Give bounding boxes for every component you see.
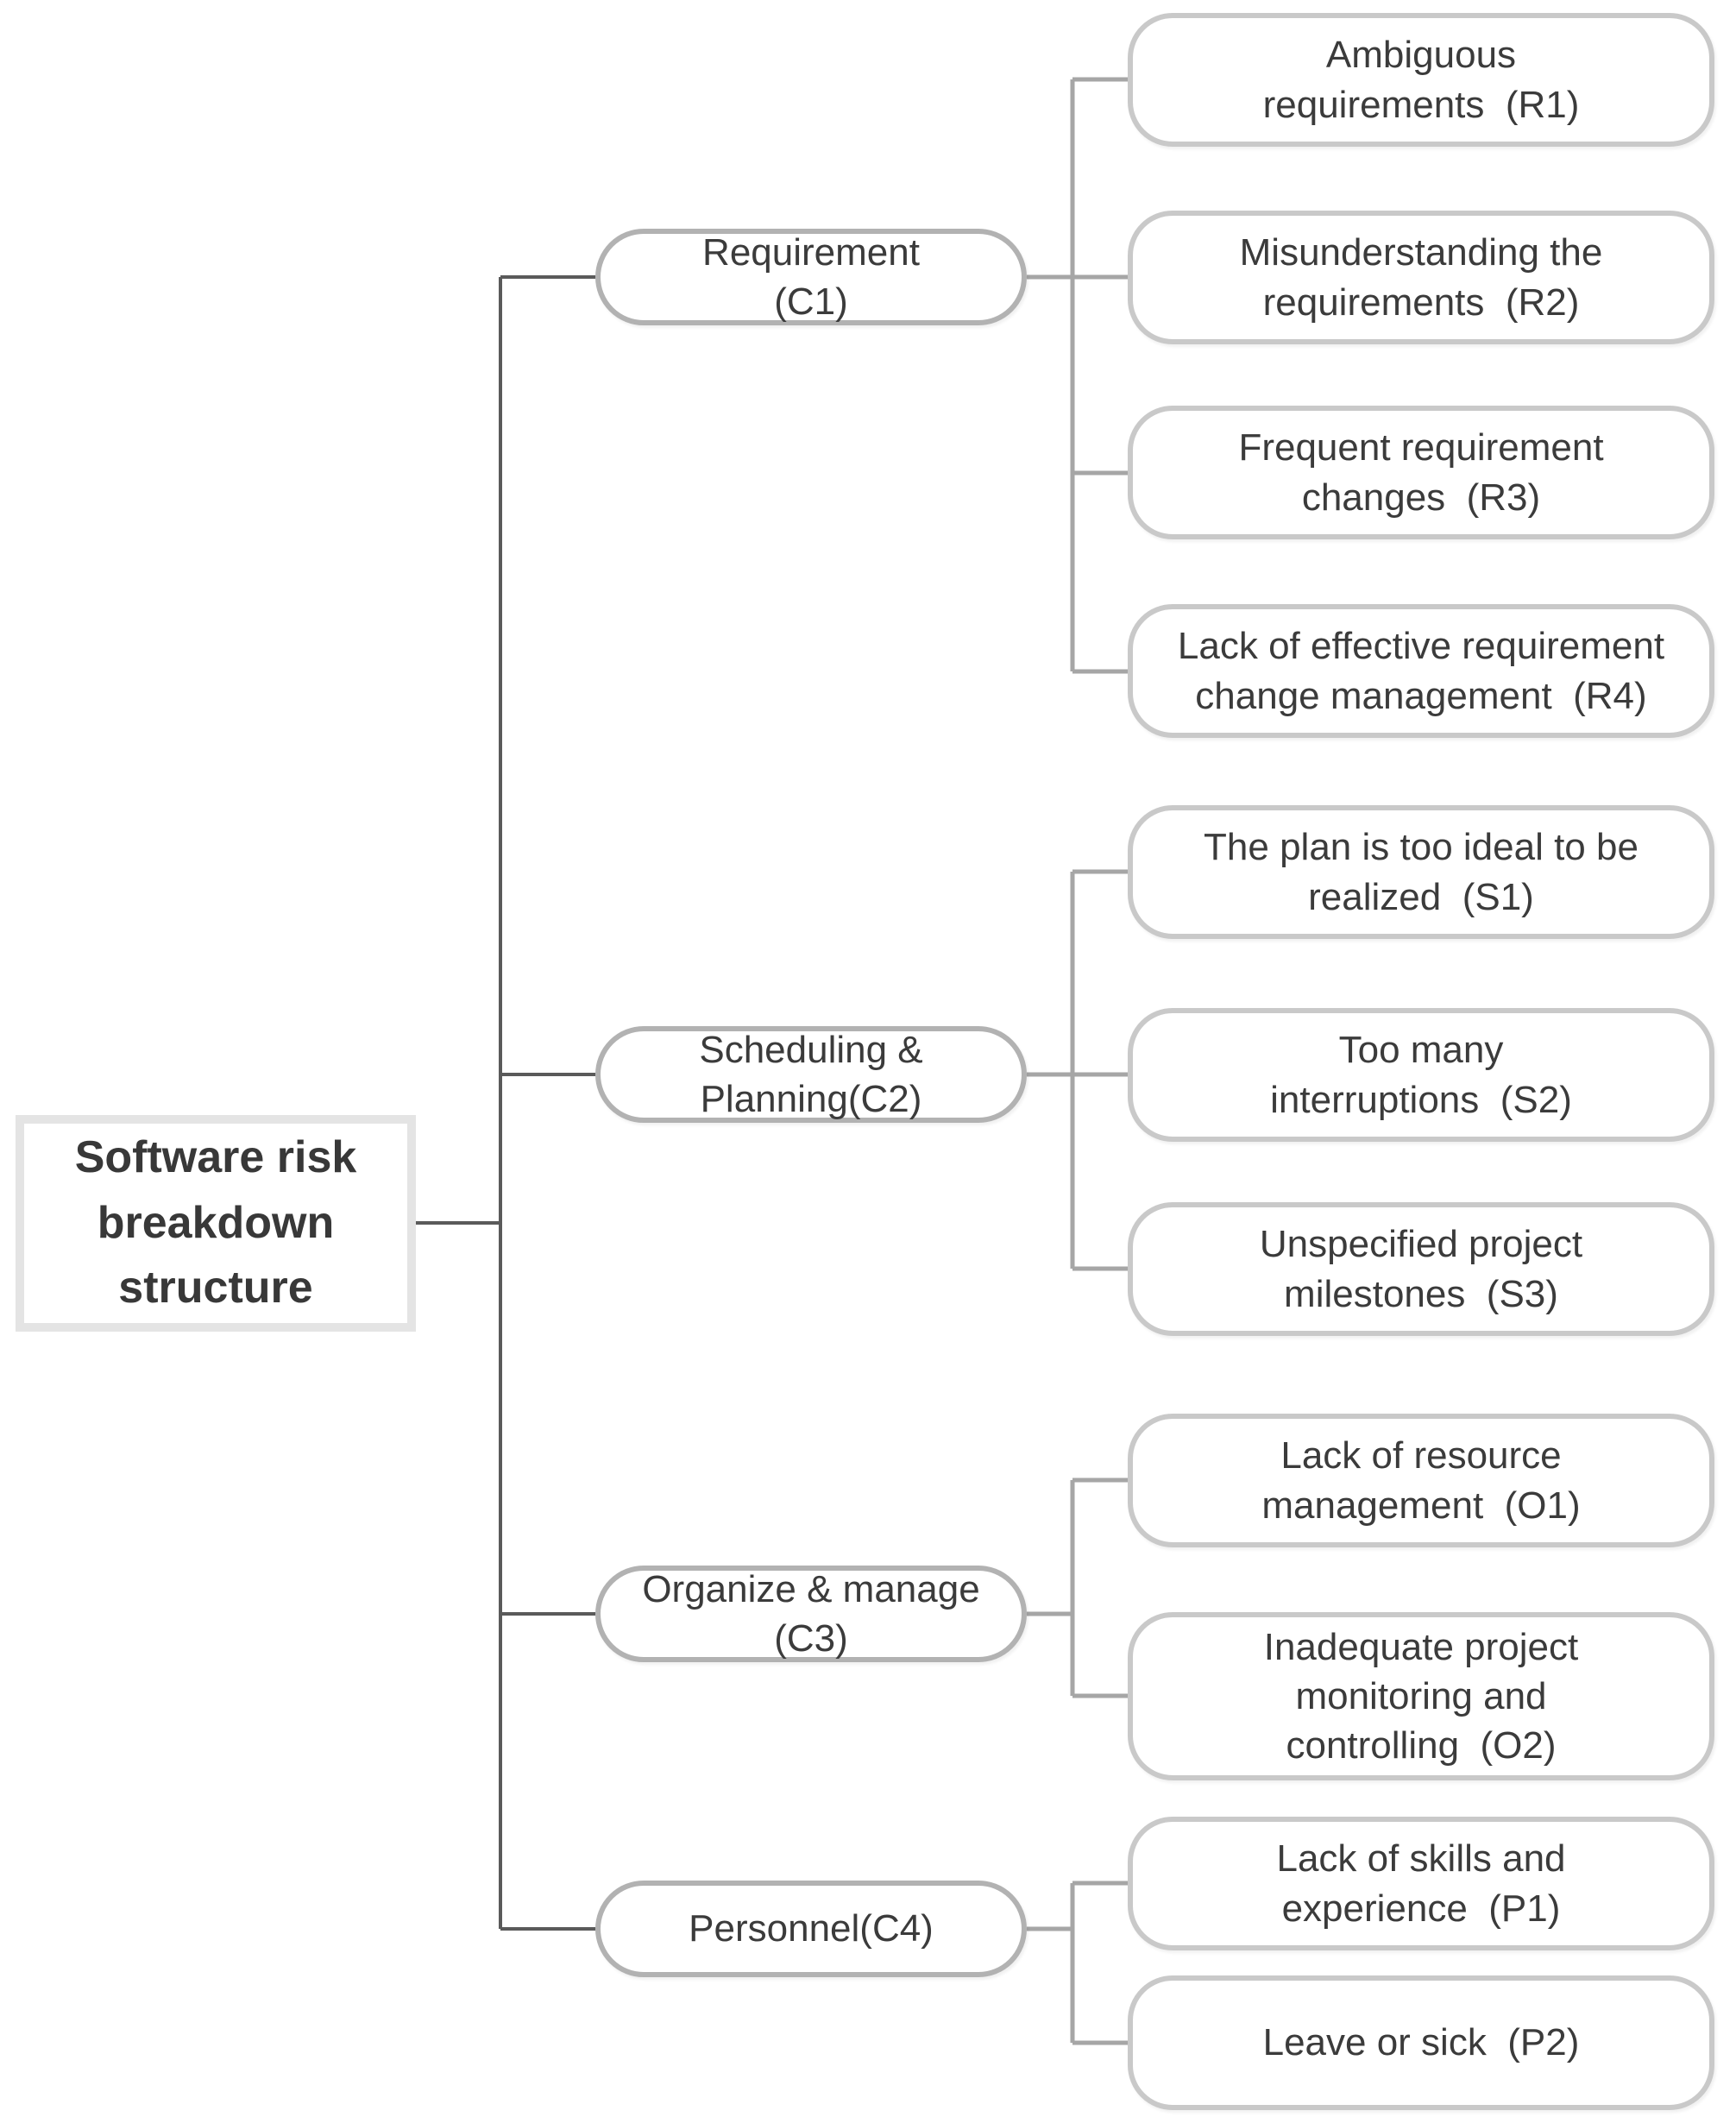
category-node-organize-manage: Organize & manage (C3) [595,1566,1027,1662]
risk-node-s3: Unspecified project milestones (S3) [1128,1202,1714,1336]
risk-node-p2: Leave or sick (P2) [1128,1975,1714,2110]
risk-node-o2: Inadequate project monitoring and contro… [1128,1612,1714,1780]
category-node-requirement: Requirement (C1) [595,229,1027,325]
risk-node-r4: Lack of effective requirement change man… [1128,604,1714,738]
risk-node-r3: Frequent requirement changes (R3) [1128,406,1714,539]
risk-node-r2: Misunderstanding the requirements (R2) [1128,211,1714,344]
category-node-scheduling-planning: Scheduling & Planning(C2) [595,1026,1027,1123]
category-node-personnel: Personnel(C4) [595,1881,1027,1977]
risk-node-s1: The plan is too ideal to be realized (S1… [1128,805,1714,939]
risk-node-o1: Lack of resource management (O1) [1128,1414,1714,1547]
trunk-connectors [416,275,595,1931]
bus-connectors [1027,77,1128,2045]
risk-node-s2: Too many interruptions (S2) [1128,1008,1714,1142]
risk-node-r1: Ambiguous requirements (R1) [1128,13,1714,147]
root-node: Software risk breakdown structure [16,1115,416,1332]
risk-node-p1: Lack of skills and experience (P1) [1128,1817,1714,1950]
